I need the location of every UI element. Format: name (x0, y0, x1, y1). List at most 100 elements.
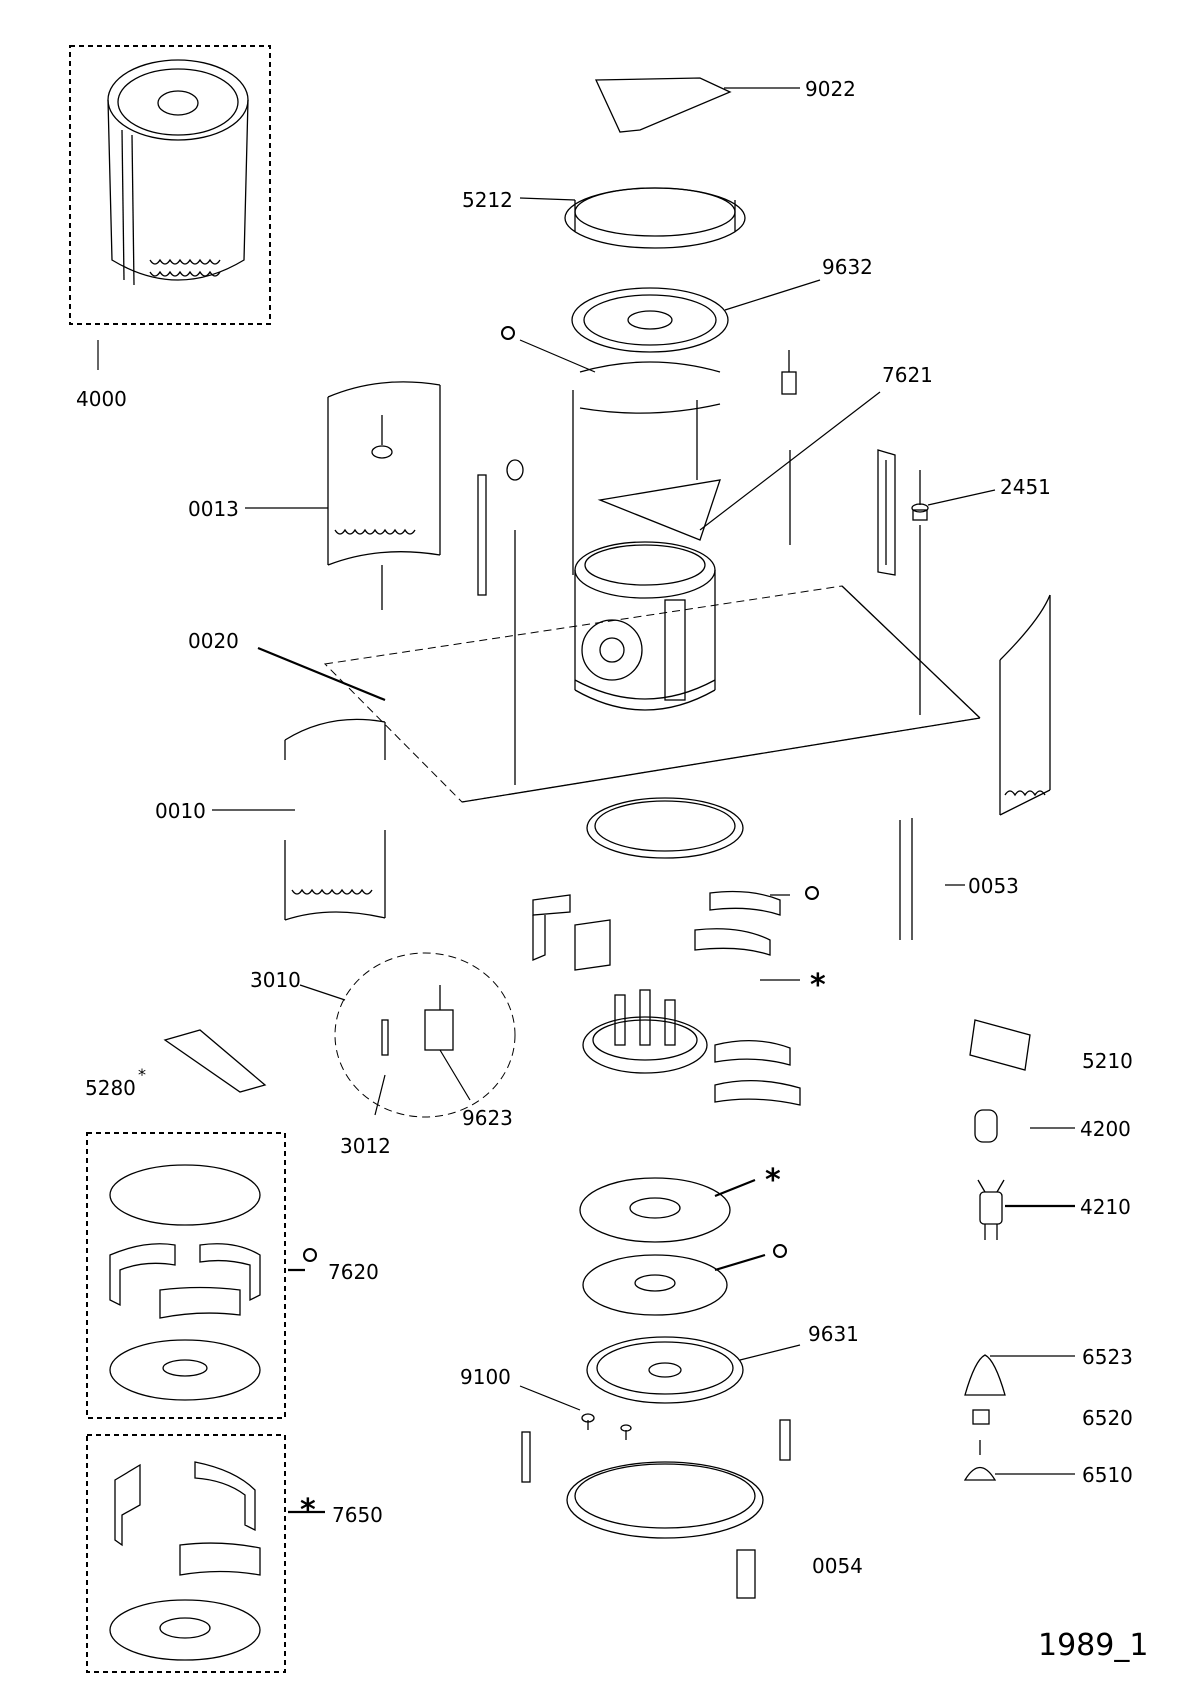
label-6520: 6520 (1082, 1406, 1133, 1430)
filter-disc-circle-drawing (582, 1254, 728, 1316)
part-3012-drawing (381, 1019, 389, 1056)
label-5212: 5212 (462, 188, 513, 212)
label-9022: 9022 (805, 77, 856, 101)
part-9631-group: 9631 (586, 1322, 859, 1404)
label-6523: 6523 (1082, 1345, 1133, 1369)
part-0020-plate-dashed (323, 585, 982, 803)
circle-marker-filter-disc (773, 1244, 787, 1258)
part-0013-group: 0013 (188, 381, 441, 610)
part-3010-group: 3010 9623 3012 (250, 952, 516, 1158)
part-3010-dashed-circle (334, 952, 516, 1118)
part-6520-group: 6520 (972, 1406, 1133, 1430)
part-7620-drawing (109, 1164, 261, 1401)
part-9100-group: 9100 (460, 1365, 632, 1440)
label-9632: 9632 (822, 255, 873, 279)
part-6523-group: 6523 (964, 1345, 1133, 1396)
label-0053: 0053 (968, 874, 1019, 898)
label-4210: 4210 (1080, 1195, 1131, 1219)
part-0053-drawing (899, 818, 913, 940)
part-4000-group: 4000 (69, 45, 271, 411)
asterisk-marker-5280: * (138, 1065, 146, 1084)
label-7650: 7650 (332, 1503, 383, 1527)
part-7620-dashed-box (86, 1132, 286, 1419)
part-5280-group: 5280 * (85, 1029, 267, 1100)
part-4000-dashed-box (69, 45, 271, 325)
right-bracket-strip (877, 449, 896, 576)
part-4000-drawing (107, 59, 249, 286)
part-9631-drawing (586, 1336, 744, 1404)
filter-segment-pieces (532, 890, 781, 971)
label-7620: 7620 (328, 1260, 379, 1284)
part-7650-group: * 7650 (86, 1434, 383, 1673)
stud-part (781, 350, 797, 395)
filter-disc-circle-group (582, 1244, 787, 1316)
part-5210-drawing (969, 1019, 1031, 1071)
filter-disc-asterisk-group: * (579, 1163, 781, 1243)
part-0010-group: 0010 (155, 718, 386, 921)
label-6510: 6510 (1082, 1463, 1133, 1487)
part-0020-group: 0020 (188, 585, 982, 803)
part-5212-drawing (564, 187, 746, 249)
label-0054: 0054 (812, 1554, 863, 1578)
part-0054-drawing (736, 1549, 756, 1599)
label-5210: 5210 (1082, 1049, 1133, 1073)
part-9022-group: 9022 (594, 77, 856, 133)
circle-marker-filter-segments (805, 886, 819, 900)
lamp-holder-drawing (582, 989, 801, 1106)
asterisk-marker-filter-disc: * (765, 1163, 781, 1198)
part-6510-group: 6510 (963, 1440, 1133, 1487)
part-6523-drawing (964, 1354, 1006, 1396)
upper-chimney-group (501, 326, 721, 575)
part-7650-dashed-box (86, 1434, 286, 1673)
label-0010: 0010 (155, 799, 206, 823)
circle-marker-upper (501, 326, 515, 340)
label-0013: 0013 (188, 497, 239, 521)
label-3010: 3010 (250, 968, 301, 992)
asterisk-marker-filter-segments: * (810, 968, 826, 1003)
motor-housing-drawing (574, 541, 716, 711)
part-4210-drawing (977, 1179, 1005, 1240)
part-9632-drawing (571, 287, 729, 353)
part-7620-group: 7620 (86, 1132, 379, 1419)
part-0053-group: 0053 (899, 818, 1019, 940)
label-3012: 3012 (340, 1134, 391, 1158)
small-fasteners-left (477, 459, 524, 785)
part-5280-drawing (163, 1029, 267, 1093)
lower-ring-drawing (586, 797, 744, 859)
part-9632-group: 9632 (571, 255, 873, 353)
part-4200-group: 4200 (974, 1109, 1131, 1143)
filter-segments-circle-group: * (532, 886, 826, 1003)
part-7621-drawing (597, 479, 721, 541)
part-2451-drawing (911, 470, 929, 521)
part-5210-group: 5210 (969, 1019, 1133, 1073)
label-5280: 5280 (85, 1076, 136, 1100)
label-2451: 2451 (1000, 475, 1051, 499)
label-0020: 0020 (188, 629, 239, 653)
part-4200-drawing (974, 1109, 998, 1143)
label-9631: 9631 (808, 1322, 859, 1346)
drawing-id: 1989_1 (1038, 1628, 1148, 1663)
part-9623-drawing (424, 985, 454, 1051)
asterisk-marker-7650: * (300, 1493, 316, 1528)
label-9623: 9623 (462, 1106, 513, 1130)
part-5212-group: 5212 (462, 187, 746, 249)
part-6510-drawing (963, 1466, 997, 1481)
part-4210-group: 4210 (977, 1179, 1131, 1240)
label-4200: 4200 (1080, 1117, 1131, 1141)
label-4000: 4000 (76, 387, 127, 411)
part-9022-drawing (594, 77, 732, 133)
part-0054-group: 0054 (736, 1549, 863, 1599)
part-2451-group: 2451 (911, 470, 1051, 715)
circle-marker-7620 (303, 1248, 317, 1262)
label-7621: 7621 (882, 363, 933, 387)
part-9100-drawing (581, 1413, 632, 1440)
part-0013-drawing (327, 381, 441, 566)
right-chimney-panel (999, 594, 1051, 816)
part-7650-drawing (109, 1461, 261, 1661)
chimney-cylinder-drawing (572, 361, 721, 575)
filter-disc-asterisk-drawing (579, 1177, 731, 1243)
label-9100: 9100 (460, 1365, 511, 1389)
part-6520-drawing (972, 1409, 990, 1425)
bottom-ring-drawing (521, 1419, 791, 1539)
